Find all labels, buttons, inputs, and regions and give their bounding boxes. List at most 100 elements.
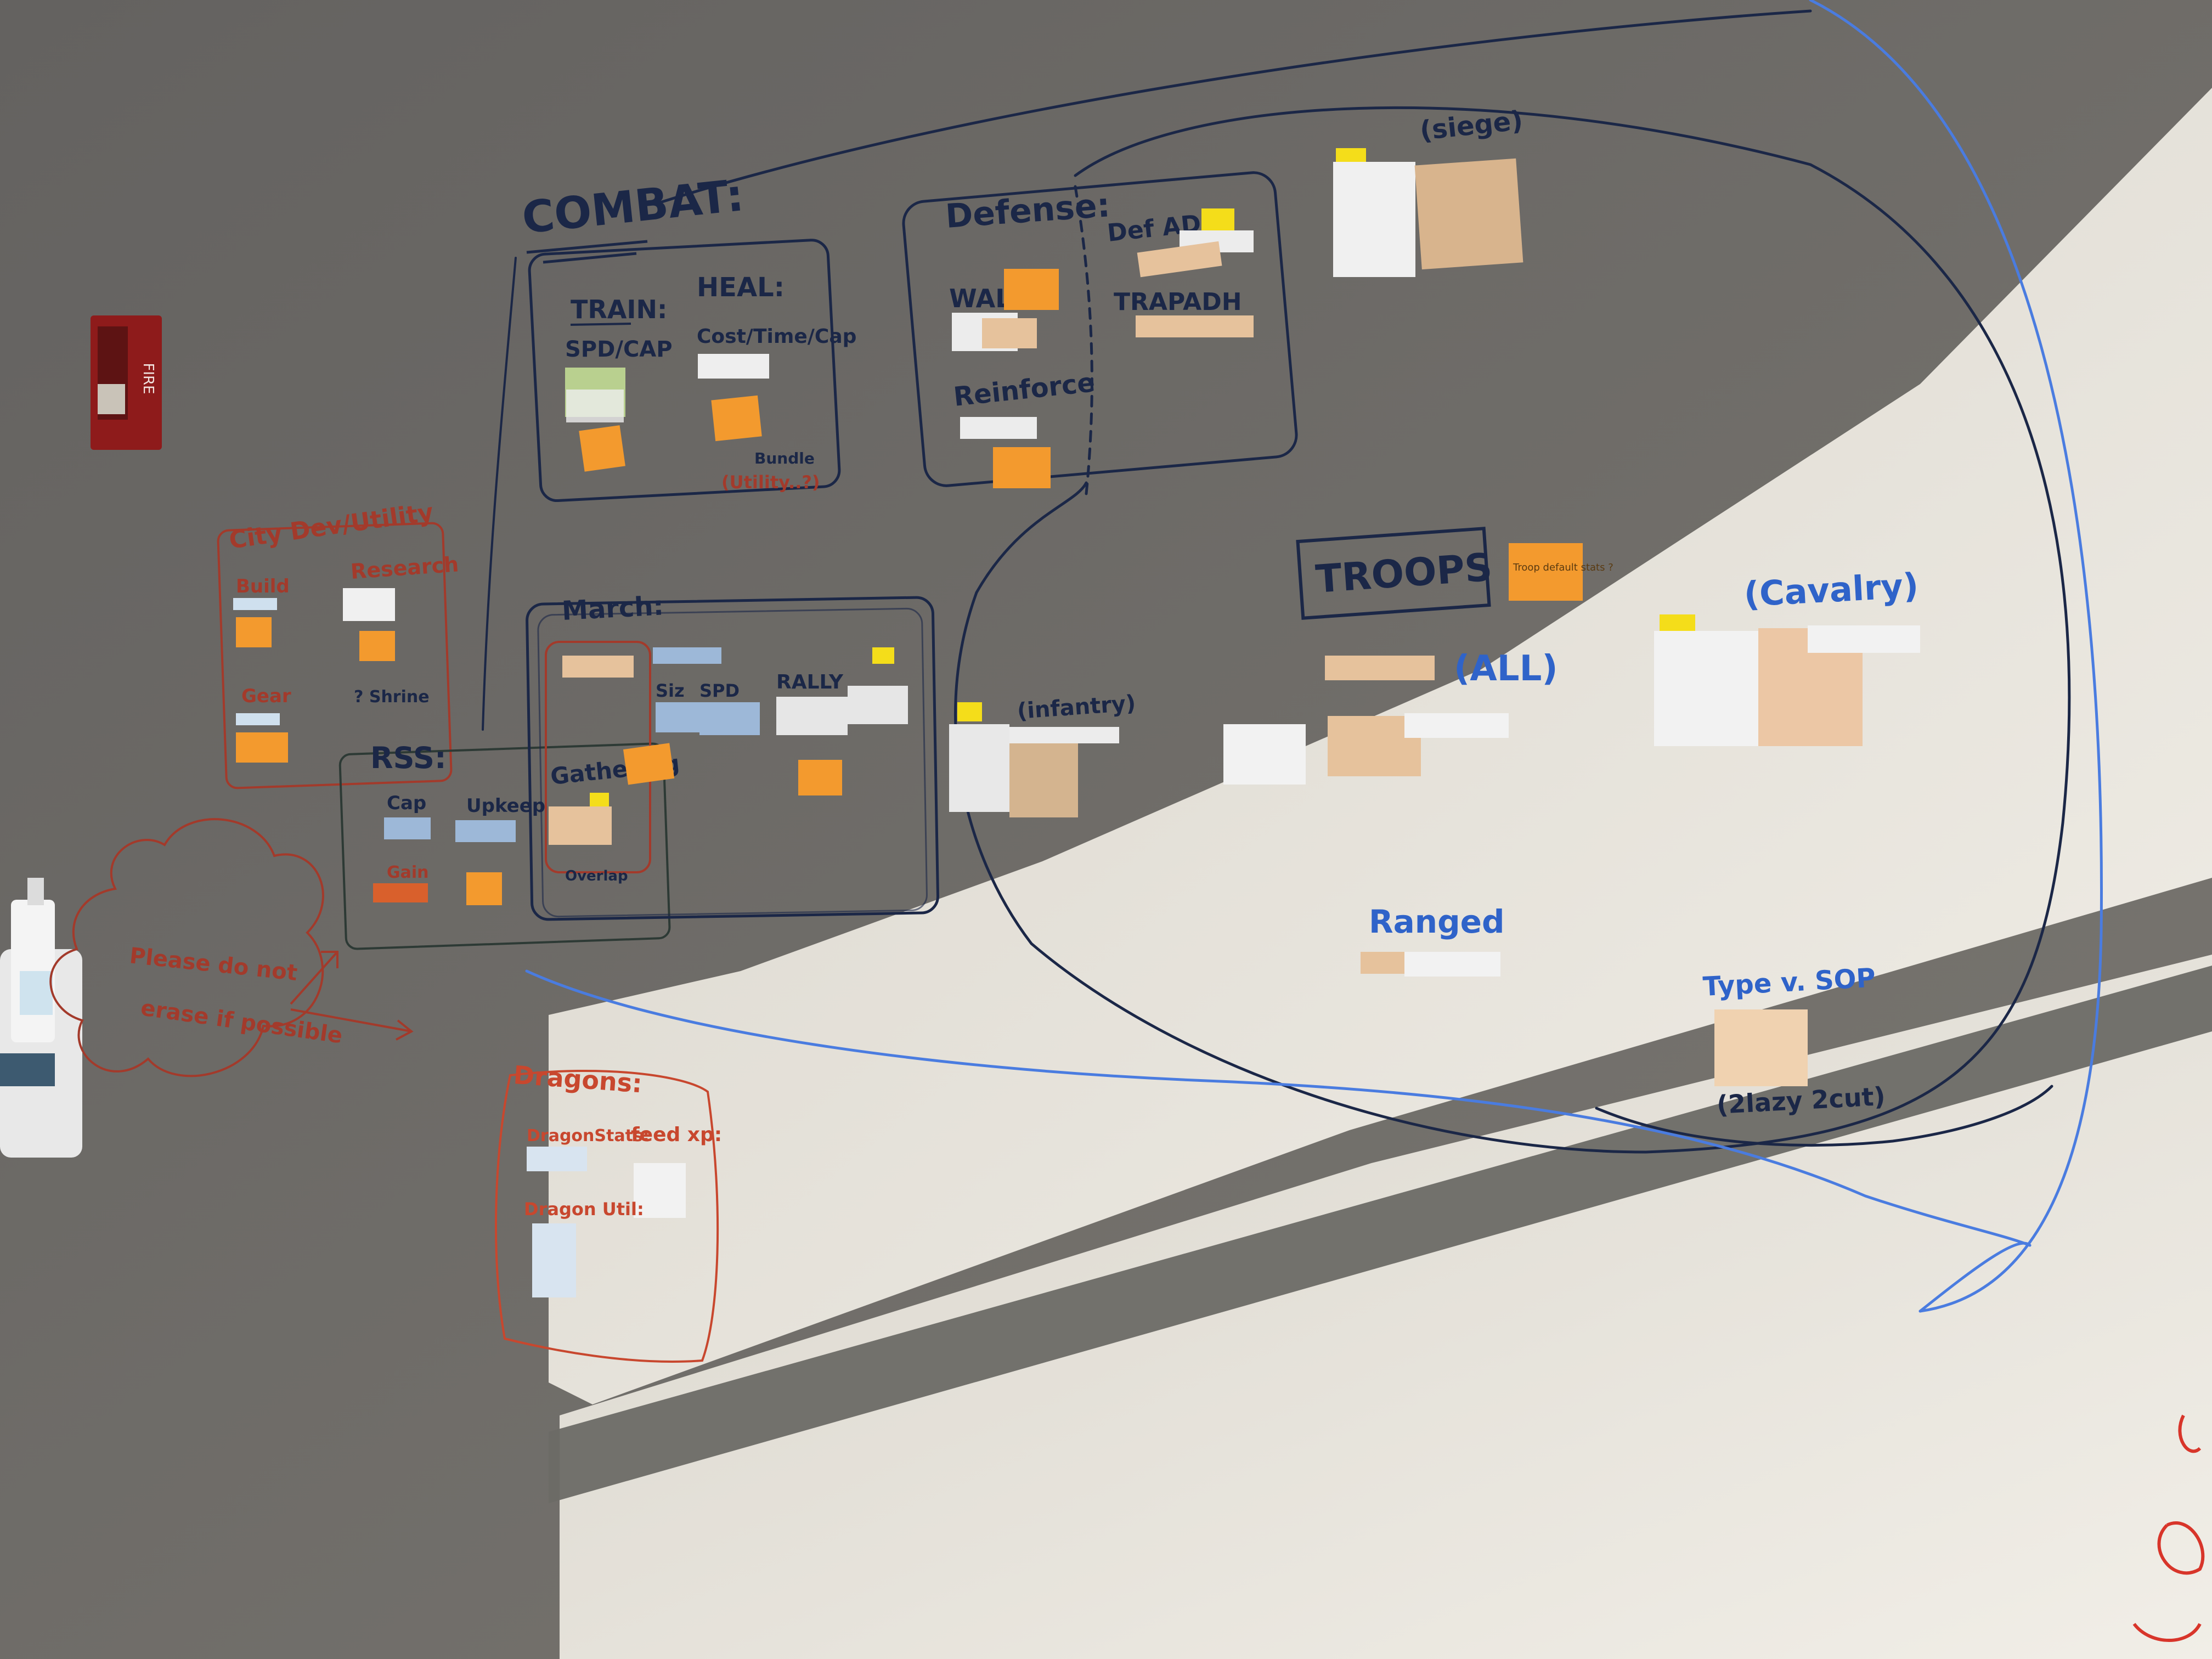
red-scribble-right [2132,1414,2205,1642]
upkeep-blue-note [455,820,516,842]
gain-label: Gain [387,863,429,882]
heal-white-note [698,354,769,379]
rally-white-note [776,697,848,735]
rally-yellow-sticky [872,647,894,664]
cavalry-label: (Cavalry) [1743,565,1920,614]
wall-orange-sticky [1004,269,1059,310]
city-dev-box [217,522,453,789]
train-orange-sticky [579,425,625,472]
research-orange-sticky [359,631,395,661]
dragon-stats-note [527,1147,587,1171]
rally-label: RALLY [776,671,844,693]
combat-box [528,239,841,503]
type-sop-tan-note [1714,1009,1808,1086]
gain-orange-note [373,883,428,902]
blue-lower-curve-2 [1918,1242,2032,1313]
reinforce-orange-sticky [993,447,1051,488]
all-label: (ALL) [1454,648,1558,689]
ranged-label: Ranged [1369,903,1504,940]
spd-blue-note [699,702,760,735]
blue-outer-loop [1809,0,2103,1313]
siege-white-note [1333,162,1415,277]
spd-label: SPD [699,680,740,701]
march-tan-note [562,656,634,678]
blue-lower-curve [525,969,2032,1247]
troops-orange-sticky [1509,543,1583,601]
build-white-note [233,598,277,610]
all-tan-note [1325,656,1435,680]
train-underline [570,323,631,326]
combat-underline-2 [543,252,637,264]
siege-tan-note [1414,158,1523,270]
spray-bottle-holder [0,878,82,1158]
connector-curves [482,0,2103,1313]
combat-underline [526,240,648,254]
wall-tan-note [982,318,1037,348]
feed-xp-label: feed xp: [631,1124,722,1146]
dragons-box [494,1069,719,1363]
rss-title: RSS: [370,741,447,775]
upkeep-label: Upkeep [466,795,545,817]
infantry-white-note [949,724,1009,812]
shrine-label: ? Shrine [354,687,430,707]
gathering-tan-note [549,806,612,845]
infantry-yellow-sticky [957,702,982,721]
troops-box [1296,527,1491,620]
trap-adh-tan-note [1136,315,1254,337]
heal-sub: Cost/Time/Cap [697,325,856,348]
notice-cloud [49,818,324,1077]
dragon-util-note [532,1223,576,1297]
notice-arrow-up [290,951,338,1005]
march-blue-note [653,647,721,664]
notice-arrow-right [290,1008,414,1041]
navy-combat-down [482,257,517,731]
bundle-label: Bundle [754,449,815,467]
rally-orange-sticky [798,760,842,795]
gear-white-note [236,713,280,725]
gain-orange-sticky [466,872,502,905]
march-inner-box [537,607,928,918]
fire-alarm: FIRE [91,315,162,450]
cavalry-white-note [1654,631,1758,746]
troops-sticky-note: Troop default stats ? [1513,562,1613,573]
siz-label: Siz [656,680,685,701]
gear-orange-sticky [236,732,288,763]
heal-label: HEAL: [697,272,785,303]
navy-lower-to-typesop [1595,1085,2053,1147]
rss-box [338,742,671,950]
dragon-stats-label: DragonStats: [527,1126,650,1146]
def-adh-tan-note [1137,241,1222,278]
heal-orange-sticky [711,395,762,442]
gathering-orange-sticky [623,743,675,785]
def-adh-yellow-sticky [1201,208,1234,233]
train-sub: SPD/CAP [565,337,673,362]
ranged-white-note [1404,952,1500,977]
cavalry-white-strip [1808,625,1920,653]
gear-label: Gear [241,685,291,707]
build-orange-sticky [236,617,272,647]
infantry-white-strip [1009,727,1119,743]
defense-box [902,171,1298,487]
reinforce-white-note [960,417,1037,439]
build-label: Build [236,575,290,597]
train-label: TRAIN: [571,295,667,324]
train-white-note [566,390,624,422]
all-white-note-2 [1404,713,1509,738]
fire-alarm-label: FIRE [140,363,156,394]
infantry-tan-note [1009,732,1078,817]
ranged-tan-note [1361,952,1410,974]
research-white-note [343,588,395,621]
dragon-util-label: Dragon Util: [524,1199,644,1220]
navy-curve-top [657,9,1812,205]
cap-label: Cap [387,792,426,814]
rally-white-note-2 [848,686,908,724]
utility-note: (Utility..?) [721,472,820,493]
navy-dashed-divider [1074,185,1093,495]
trap-adh-label: TRAPADH [1114,288,1242,316]
overlap-label: Overlap [565,868,628,884]
all-white-note-1 [1223,724,1306,785]
feed-xp-note [634,1163,686,1218]
window-frame-shadow [549,966,2212,1503]
cap-blue-note [384,817,431,839]
